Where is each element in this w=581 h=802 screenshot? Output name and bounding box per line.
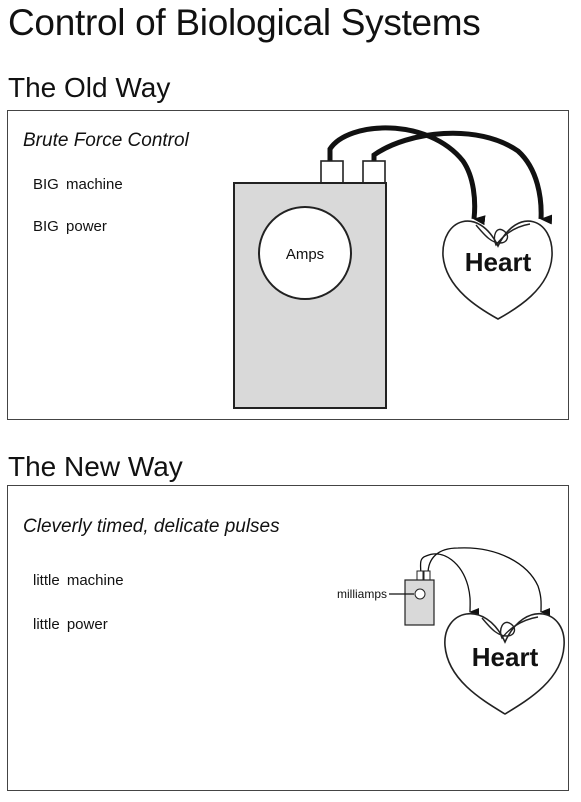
amps-meter xyxy=(258,206,352,300)
old-way-panel: Brute Force Control BIG machine BIG powe… xyxy=(7,110,569,420)
new-wire-right xyxy=(427,547,551,617)
new-way-subtitle: Cleverly timed, delicate pulses xyxy=(23,516,280,537)
milliamps-meter xyxy=(414,588,426,600)
new-way-heading: The New Way xyxy=(8,451,183,482)
little-machine xyxy=(404,579,435,626)
new-heart xyxy=(444,613,565,715)
new-wire-left xyxy=(419,553,480,617)
old-heart-loop xyxy=(475,223,531,247)
old-connector-left xyxy=(320,160,344,184)
new-way-panel: Cleverly timed, delicate pulses little m… xyxy=(7,485,569,791)
page-title: Control of Biological Systems xyxy=(8,2,481,43)
new-heart-loop xyxy=(481,616,539,640)
new-way-diagram: milliamps Heart xyxy=(337,547,565,715)
old-connector-right xyxy=(362,160,386,184)
old-way-spec-machine: BIG machine xyxy=(33,176,123,193)
small-connector-left xyxy=(416,570,424,581)
new-heart-label: Heart xyxy=(472,642,539,672)
old-wire-right xyxy=(371,130,553,225)
old-way-subtitle: Brute Force Control xyxy=(23,130,189,151)
small-connector-right xyxy=(423,570,431,581)
old-wire-left xyxy=(327,125,486,226)
milliamps-label: milliamps xyxy=(337,587,387,601)
old-heart-label: Heart xyxy=(465,247,532,277)
old-way-spec-power: BIG power xyxy=(33,218,107,235)
amps-label: Amps xyxy=(286,246,324,263)
old-heart xyxy=(442,220,553,320)
new-way-spec-machine: little machine xyxy=(33,572,124,589)
new-way-spec-power: little power xyxy=(33,616,108,633)
old-way-diagram: Amps Heart xyxy=(233,125,553,409)
old-way-heading: The Old Way xyxy=(8,72,171,103)
